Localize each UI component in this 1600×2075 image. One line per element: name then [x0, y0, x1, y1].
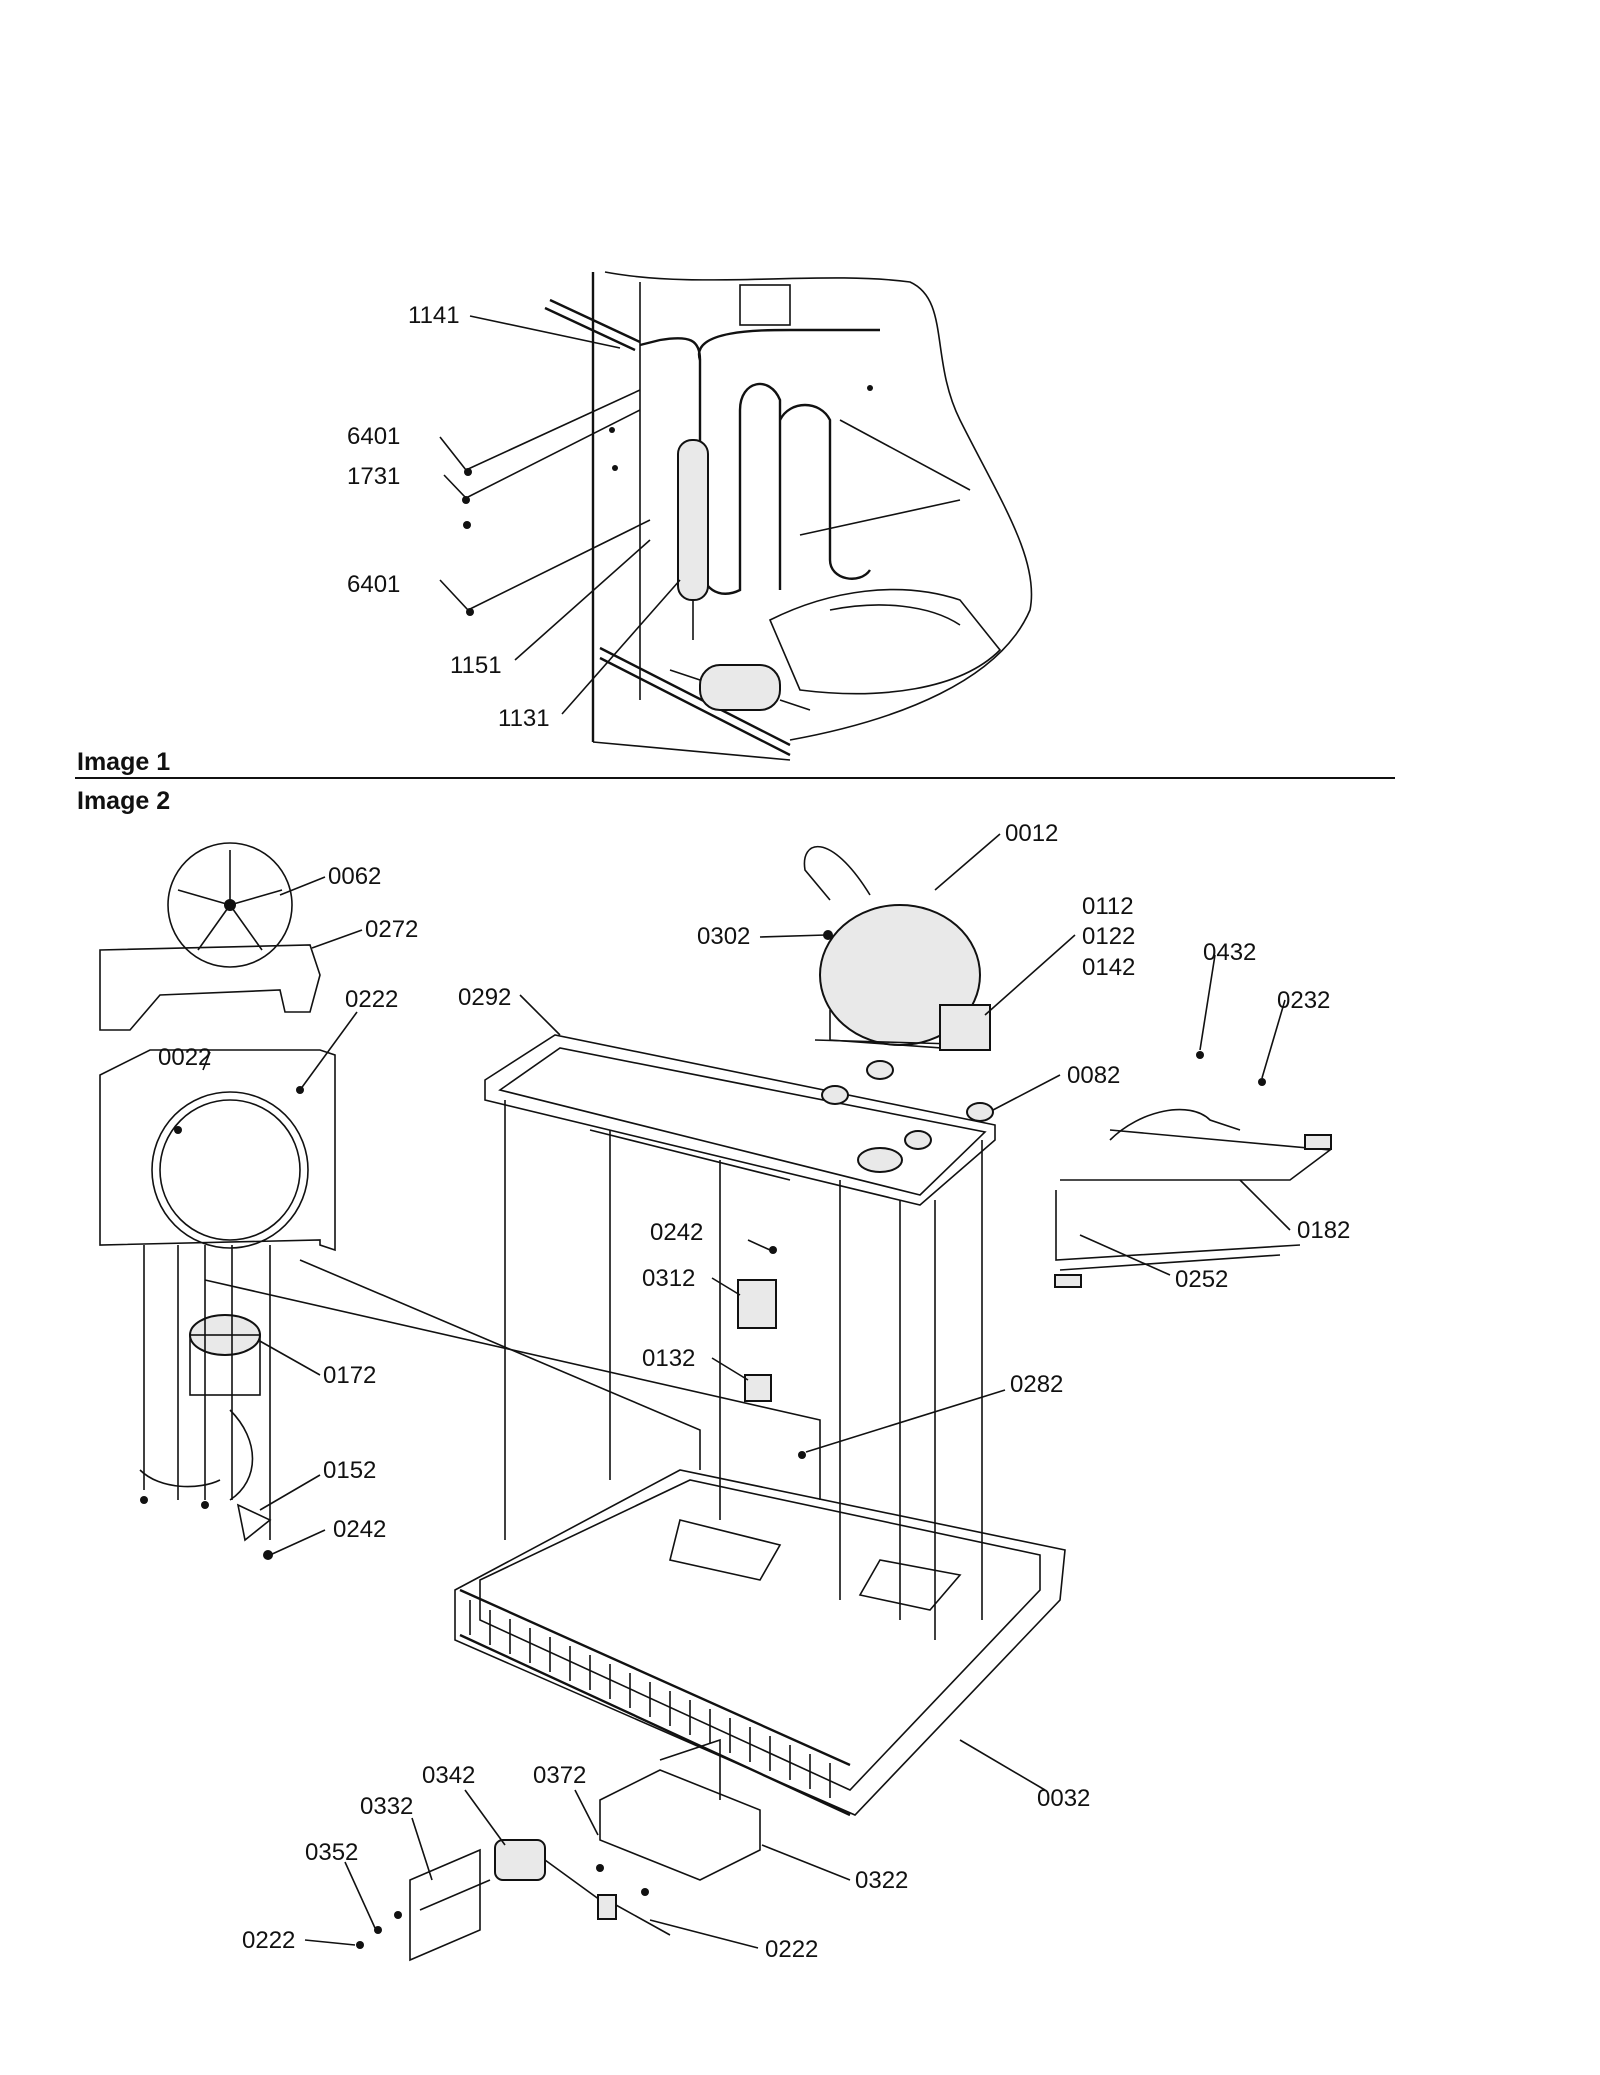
- image2-drawing: [99, 833, 1333, 1962]
- callout-0302: 0302: [697, 923, 750, 950]
- section-heading-image1: Image 1: [77, 748, 170, 776]
- callout-0032: 0032: [1037, 1785, 1090, 1812]
- callout-0432: 0432: [1203, 939, 1256, 966]
- callout-0252: 0252: [1175, 1266, 1228, 1293]
- callout-0282: 0282: [1010, 1371, 1063, 1398]
- callout-0012: 0012: [1005, 820, 1058, 847]
- callout-6401-lower: 6401: [347, 571, 400, 598]
- callout-0112: 0112: [1082, 893, 1134, 920]
- condenser-coil-turns: [469, 1600, 831, 1798]
- callout-0222-top: 0222: [345, 986, 398, 1013]
- callout-0142: 0142: [1082, 954, 1135, 981]
- callout-0122: 0122: [1082, 923, 1135, 950]
- image2-callouts: 0062 0272 0222 0022 0172 0152 0242 0012 …: [158, 820, 1350, 1963]
- callout-0062: 0062: [328, 863, 381, 890]
- callout-0222-bottom-left: 0222: [242, 1927, 295, 1954]
- callout-0132: 0132: [642, 1345, 695, 1372]
- callout-0332: 0332: [360, 1793, 413, 1820]
- callout-0022: 0022: [158, 1044, 211, 1071]
- callout-0322: 0322: [855, 1867, 908, 1894]
- callout-0232: 0232: [1277, 987, 1330, 1014]
- callout-0292: 0292: [458, 984, 511, 1011]
- callout-0242-mid: 0242: [650, 1219, 703, 1246]
- callout-0152: 0152: [323, 1457, 376, 1484]
- callout-1131: 1131: [498, 705, 550, 732]
- image1-drawing: [439, 271, 1033, 761]
- callout-0352: 0352: [305, 1839, 358, 1866]
- callout-0312: 0312: [642, 1265, 695, 1292]
- image1-callouts: 1141 6401 1731 6401 1151 1131: [347, 302, 550, 732]
- callout-0182: 0182: [1297, 1217, 1350, 1244]
- callout-0242-left: 0242: [333, 1516, 386, 1543]
- callout-1731: 1731: [347, 463, 400, 490]
- callout-0222-bottom-right: 0222: [765, 1936, 818, 1963]
- callout-6401-upper: 6401: [347, 423, 400, 450]
- callout-1141: 1141: [408, 302, 460, 329]
- callout-0172: 0172: [323, 1362, 376, 1389]
- callout-0342: 0342: [422, 1762, 475, 1789]
- callout-0372: 0372: [533, 1762, 586, 1789]
- callout-1151: 1151: [450, 652, 502, 679]
- callout-0082: 0082: [1067, 1062, 1120, 1089]
- callout-0272: 0272: [365, 916, 418, 943]
- section-heading-image2: Image 2: [77, 787, 170, 815]
